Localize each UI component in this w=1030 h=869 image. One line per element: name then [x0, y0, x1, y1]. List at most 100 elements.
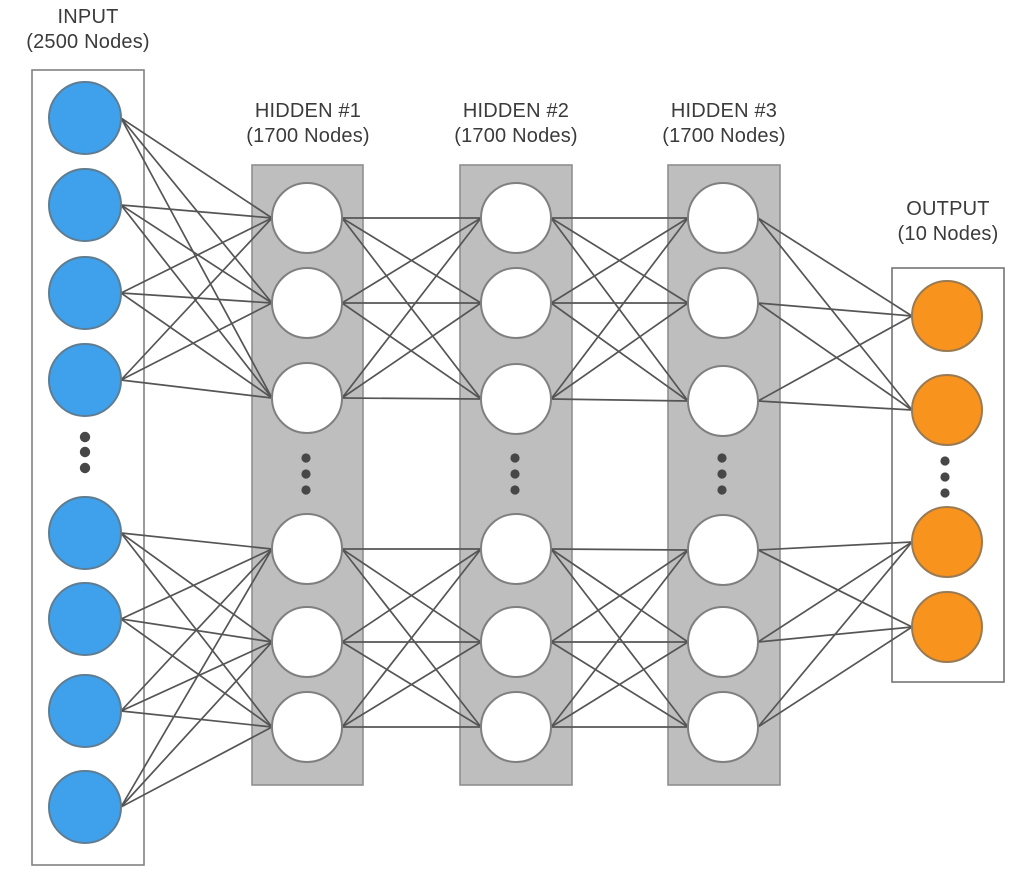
connection-hidden1-2-hidden2-0: [341, 217, 482, 399]
hidden2-node-1: [480, 182, 552, 254]
connection-hidden3-5-output-2: [757, 541, 913, 728]
connection-input-0-hidden1-1: [120, 117, 273, 304]
input-layer-label: INPUT (2500 Nodes): [26, 5, 150, 55]
hidden3-node-4: [687, 514, 759, 586]
connection-input-6-hidden1-5: [120, 710, 273, 728]
layer-node-count: (1700 Nodes): [662, 125, 786, 147]
hidden1-node-4: [271, 513, 343, 585]
layer-node-count: (2500 Nodes): [26, 31, 150, 53]
hidden2-ellipsis-dot-3: [510, 485, 520, 495]
hidden3-node-6: [687, 691, 759, 763]
output-ellipsis-dot-3: [940, 488, 950, 498]
hidden1-node-5: [271, 606, 343, 678]
layer-name: HIDDEN #3: [670, 100, 778, 122]
connection-hidden3-0-output-1: [757, 217, 913, 411]
output-layer-label: OUTPUT (10 Nodes): [898, 197, 999, 247]
output-ellipsis-dot-1: [940, 456, 950, 466]
hidden1-ellipsis-dot-1: [301, 453, 311, 463]
connection-input-3-hidden1-1: [120, 302, 273, 381]
connection-hidden3-1-output-1: [757, 302, 913, 411]
hidden2-node-2: [480, 267, 552, 339]
connection-hidden2-5-hidden3-3: [550, 549, 689, 728]
connection-input-1-hidden1-1: [120, 204, 273, 304]
hidden2-layer-label: HIDDEN #2 (1700 Nodes): [454, 99, 578, 149]
connection-hidden2-2-hidden3-1: [550, 302, 689, 400]
output-node-1: [911, 280, 983, 352]
connection-hidden2-3-hidden3-3: [550, 548, 689, 551]
layer-node-count: (1700 Nodes): [246, 125, 370, 147]
hidden1-node-1: [271, 182, 343, 254]
hidden3-node-5: [687, 606, 759, 678]
layer-node-count: (10 Nodes): [897, 223, 999, 245]
hidden2-node-3: [480, 363, 552, 435]
hidden2-node-4: [480, 513, 552, 585]
connection-hidden1-1-hidden2-0: [341, 217, 482, 304]
hidden1-ellipsis-dot-2: [301, 469, 311, 479]
hidden2-node-6: [480, 691, 552, 763]
connection-hidden3-0-output-0: [757, 217, 913, 317]
connection-input-1-hidden1-2: [120, 204, 273, 399]
connection-hidden2-1-hidden3-0: [550, 217, 689, 304]
input-ellipsis-dot-1: [79, 431, 91, 443]
connection-hidden3-2-output-0: [757, 315, 913, 402]
input-node-3: [48, 256, 122, 330]
hidden3-node-2: [687, 267, 759, 339]
hidden1-ellipsis-dot-3: [301, 485, 311, 495]
connection-hidden1-2-hidden2-1: [341, 302, 482, 399]
hidden3-node-1: [687, 182, 759, 254]
connection-hidden2-2-hidden3-2: [550, 398, 689, 402]
connection-input-5-hidden1-5: [120, 618, 273, 728]
output-node-3: [911, 506, 983, 578]
connection-hidden3-4-output-2: [757, 541, 913, 643]
hidden3-layer-label: HIDDEN #3 (1700 Nodes): [662, 99, 786, 149]
connection-input-3-hidden1-0: [120, 217, 273, 381]
hidden2-ellipsis-dot-1: [510, 453, 520, 463]
input-node-6: [48, 582, 122, 656]
hidden1-node-3: [271, 362, 343, 434]
connection-input-1-hidden1-0: [120, 204, 273, 219]
connection-input-3-hidden1-2: [120, 379, 273, 399]
input-node-1: [48, 81, 122, 155]
input-node-8: [48, 770, 122, 844]
hidden1-layer-label: HIDDEN #1 (1700 Nodes): [246, 99, 370, 149]
hidden1-node-6: [271, 691, 343, 763]
connection-hidden1-5-hidden2-3: [341, 548, 482, 728]
hidden3-ellipsis-dot-1: [717, 453, 727, 463]
connection-input-7-hidden1-5: [120, 726, 273, 808]
connection-input-5-hidden1-3: [120, 548, 273, 620]
hidden3-ellipsis-dot-3: [717, 485, 727, 495]
input-node-2: [48, 168, 122, 242]
connection-hidden2-4-hidden3-3: [550, 549, 689, 643]
connection-hidden1-2-hidden2-2: [341, 397, 482, 400]
connection-input-2-hidden1-2: [120, 292, 273, 399]
hidden1-node-2: [271, 267, 343, 339]
hidden3-node-3: [687, 365, 759, 437]
hidden3-ellipsis-dot-2: [717, 469, 727, 479]
layer-name: HIDDEN #1: [254, 100, 362, 122]
connection-input-7-hidden1-4: [120, 641, 273, 808]
input-ellipsis-dot-2: [79, 446, 91, 458]
input-node-7: [48, 674, 122, 748]
connection-hidden3-5-output-3: [757, 626, 913, 728]
hidden2-node-5: [480, 606, 552, 678]
connection-hidden2-2-hidden3-0: [550, 217, 689, 400]
connection-hidden1-5-hidden2-4: [341, 641, 482, 728]
output-ellipsis-dot-2: [940, 472, 950, 482]
layer-node-count: (1700 Nodes): [454, 125, 578, 147]
hidden2-ellipsis-dot-2: [510, 469, 520, 479]
connection-input-4-hidden1-3: [120, 532, 273, 550]
connection-hidden3-3-output-2: [757, 541, 913, 551]
output-node-4: [911, 591, 983, 663]
connection-hidden2-5-hidden3-4: [550, 641, 689, 728]
connection-hidden3-3-output-3: [757, 549, 913, 628]
connection-input-4-hidden1-4: [120, 532, 273, 643]
input-node-4: [48, 343, 122, 417]
connection-hidden1-4-hidden2-3: [341, 548, 482, 643]
connection-input-6-hidden1-3: [120, 548, 273, 712]
connection-hidden3-1-output-0: [757, 302, 913, 317]
connection-input-0-hidden1-0: [120, 117, 273, 219]
input-node-5: [48, 496, 122, 570]
connection-input-2-hidden1-0: [120, 217, 273, 294]
input-ellipsis-dot-3: [79, 462, 91, 474]
